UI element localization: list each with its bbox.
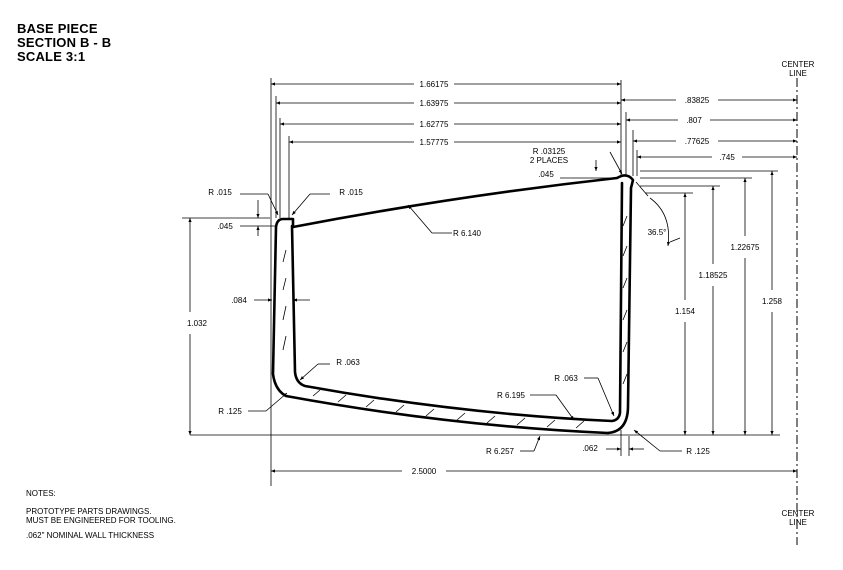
section-hatching [282, 215, 628, 429]
dim-1258: 1.258 [762, 297, 783, 306]
dim-807: .807 [686, 116, 702, 125]
dim-r-03125: R .03125 [533, 147, 566, 156]
note-line-2: MUST BE ENGINEERED FOR TOOLING. [26, 516, 176, 525]
dim-045-left: .045 [217, 222, 233, 231]
dim-045-right: .045 [538, 170, 554, 179]
title-block: BASE PIECE SECTION B - B SCALE 3:1 [17, 22, 111, 64]
dim-r-015-right: R .015 [339, 188, 363, 197]
dim-r-6257: R 6.257 [486, 447, 515, 456]
note-line-1: PROTOTYPE PARTS DRAWINGS. [26, 507, 152, 516]
title-section: SECTION B - B [17, 35, 112, 50]
dim-r-125-left: R .125 [218, 407, 242, 416]
dim-1154: 1.154 [675, 307, 696, 316]
dim-118525: 1.18525 [699, 271, 728, 280]
dim-r-063-right: R .063 [554, 374, 578, 383]
dim-062: .062 [582, 444, 598, 453]
dim-157775: 1.57775 [420, 138, 449, 147]
extension-lines [182, 78, 780, 486]
dim-r-015-left: R .015 [208, 188, 232, 197]
dim-25000: 2.5000 [412, 467, 437, 476]
dim-163975: 1.63975 [420, 99, 449, 108]
dimension-lines [188, 82, 797, 473]
dim-745: .745 [719, 153, 735, 162]
center-line-label-top-2: LINE [789, 69, 807, 78]
dimension-labels: 1.66175 1.63975 1.62775 1.57775 .83825 .… [187, 80, 783, 476]
dim-1032: 1.032 [187, 319, 208, 328]
dim-2-places: 2 PLACES [530, 156, 568, 165]
notes-heading: NOTES: [26, 489, 56, 498]
dim-83825: .83825 [685, 96, 710, 105]
part-outline [271, 174, 635, 435]
dim-angle-365: 36.5° [648, 228, 667, 237]
dim-122675: 1.22675 [731, 243, 760, 252]
title-part-name: BASE PIECE [17, 21, 98, 36]
note-line-3: .062" NOMINAL WALL THICKNESS [26, 531, 155, 540]
dim-084: .084 [231, 296, 247, 305]
dim-77625: .77625 [685, 137, 710, 146]
dim-162775: 1.62775 [420, 120, 449, 129]
notes-block: NOTES: PROTOTYPE PARTS DRAWINGS. MUST BE… [26, 489, 176, 540]
dim-r-6140: R 6.140 [453, 229, 482, 238]
dim-r-063-left: R .063 [336, 358, 360, 367]
center-line-label-bottom-2: LINE [789, 518, 807, 527]
center-line-label-bottom-1: CENTER [782, 509, 815, 518]
dim-r-6195: R 6.195 [497, 391, 526, 400]
title-scale: SCALE 3:1 [17, 49, 86, 64]
dim-r-125-right: R .125 [686, 447, 710, 456]
center-line-label-top-1: CENTER [782, 60, 815, 69]
dim-166175: 1.66175 [420, 80, 449, 89]
